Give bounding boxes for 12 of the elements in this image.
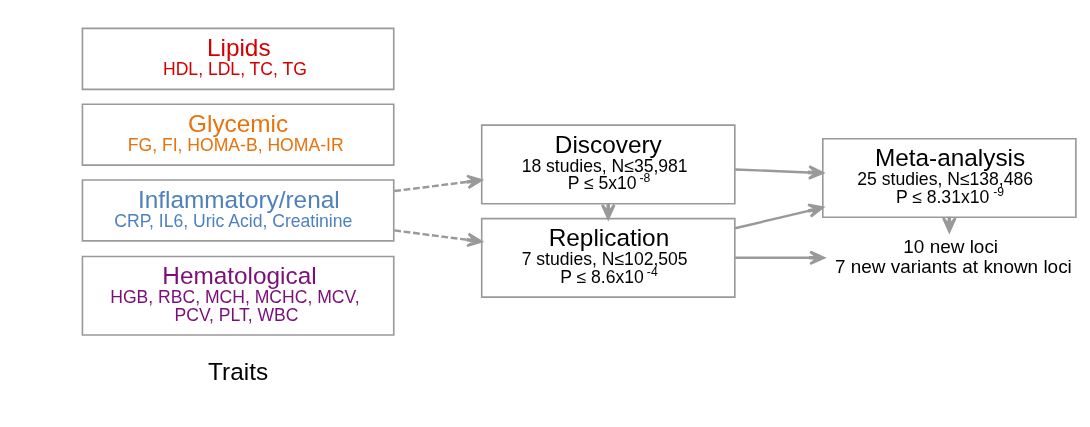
label: Traits	[208, 358, 269, 386]
arrow	[394, 229, 483, 248]
arrow	[394, 174, 483, 193]
arrow	[734, 203, 824, 230]
node-box: Replication 7 studies, N≤102,505 P ≤ 8.6x10$^{-4}$	[480, 217, 736, 298]
arrow	[735, 250, 826, 266]
node-text: 10 new loci 7 new variants at known loci	[834, 235, 1072, 277]
node-box: Lipids HDL, LDL, TC, TG	[81, 27, 395, 91]
node-box: Inflammatory/renal CRP, IL6, Uric Acid, Creatinine	[81, 179, 395, 242]
node-box: Glycemic FG, FI, HOMA-B, HOMA-IR	[81, 103, 395, 166]
node-box: Hematological HGB, RBC, MCH, MCHC, MCV, PCV, PLT, WBC	[81, 255, 395, 336]
arrow	[735, 165, 824, 180]
